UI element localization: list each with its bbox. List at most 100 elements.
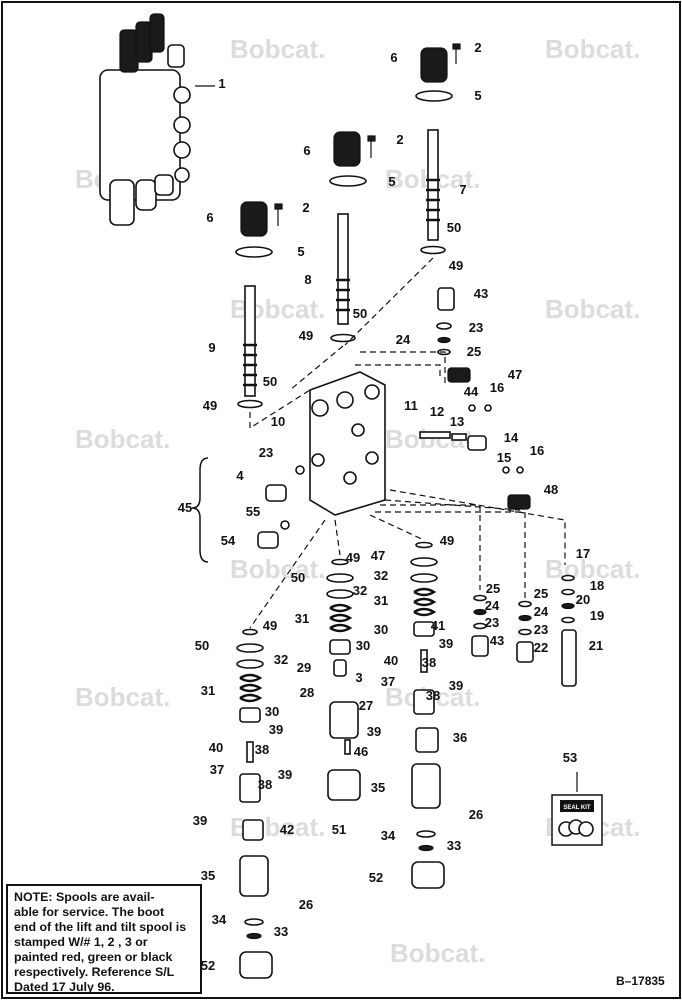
plug-group xyxy=(191,457,305,563)
part-callout-6: 6 xyxy=(303,143,310,158)
part-callout-5: 5 xyxy=(297,244,304,259)
watermark: Bobcat. xyxy=(230,554,325,584)
valve-body xyxy=(309,371,386,516)
part-callout-10: 10 xyxy=(271,414,285,429)
part-callout-12: 12 xyxy=(430,404,444,419)
part-callout-48: 48 xyxy=(544,482,558,497)
reference-code: B–17835 xyxy=(616,974,665,988)
part-callout-7: 7 xyxy=(459,182,466,197)
part-callout-33: 33 xyxy=(447,838,461,853)
part-callout-9: 9 xyxy=(208,340,215,355)
part-callout-8: 8 xyxy=(304,272,311,287)
part-callout-15: 15 xyxy=(497,450,511,465)
part-callout-34: 34 xyxy=(212,912,227,927)
part-callout-28: 28 xyxy=(300,685,314,700)
part-callout-6: 6 xyxy=(390,50,397,65)
part-callout-54: 54 xyxy=(221,533,236,548)
spool-group xyxy=(237,129,446,409)
part-callout-49: 49 xyxy=(263,618,277,633)
part-callout-24: 24 xyxy=(485,598,500,613)
part-callout-36: 36 xyxy=(453,730,467,745)
part-callout-2: 2 xyxy=(396,132,403,147)
seal-kit-box: SEAL KIT xyxy=(551,772,603,846)
part-callout-3: 3 xyxy=(355,670,362,685)
part-callout-14: 14 xyxy=(504,430,519,445)
service-note: NOTE: Spools are avail- able for service… xyxy=(6,884,202,994)
part-callout-52: 52 xyxy=(201,958,215,973)
part-callout-25: 25 xyxy=(486,581,500,596)
part-callout-52: 52 xyxy=(369,870,383,885)
part-callout-39: 39 xyxy=(449,678,463,693)
part-callout-16: 16 xyxy=(490,380,504,395)
part-callout-19: 19 xyxy=(590,608,604,623)
part-callout-24: 24 xyxy=(396,332,411,347)
part-callout-32: 32 xyxy=(274,652,288,667)
part-callout-16: 16 xyxy=(530,443,544,458)
part-callout-23: 23 xyxy=(534,622,548,637)
seal-kit-label: SEAL KIT xyxy=(563,805,591,811)
part-callout-43: 43 xyxy=(474,286,488,301)
watermark: Bobcat. xyxy=(390,938,485,968)
part-callout-55: 55 xyxy=(246,504,260,519)
part-callout-44: 44 xyxy=(464,384,479,399)
part-callout-23: 23 xyxy=(259,445,273,460)
part-callout-46: 46 xyxy=(354,744,368,759)
part-callout-31: 31 xyxy=(201,683,215,698)
part-callout-40: 40 xyxy=(384,653,398,668)
part-callout-49: 49 xyxy=(203,398,217,413)
part-callout-50: 50 xyxy=(447,220,461,235)
part-callout-5: 5 xyxy=(388,174,395,189)
watermark: Bobcat. xyxy=(545,554,640,584)
part-callout-23: 23 xyxy=(485,615,499,630)
part-callout-25: 25 xyxy=(467,344,481,359)
part-callout-13: 13 xyxy=(450,414,464,429)
part-callout-40: 40 xyxy=(209,740,223,755)
spool-end-stack-left xyxy=(236,628,273,979)
part-callout-49: 49 xyxy=(440,533,454,548)
part-callout-53: 53 xyxy=(563,750,577,765)
part-callout-4: 4 xyxy=(236,468,244,483)
note-line: painted red, green or black xyxy=(14,950,173,964)
part-callout-27: 27 xyxy=(359,698,373,713)
note-line: respectively. Reference S/L xyxy=(14,965,175,979)
part-callout-38: 38 xyxy=(426,688,440,703)
port-relief-parts xyxy=(471,574,577,687)
watermark: Bobcat. xyxy=(75,682,170,712)
part-callout-38: 38 xyxy=(258,777,272,792)
part-callout-47: 47 xyxy=(508,367,522,382)
part-callout-34: 34 xyxy=(381,828,396,843)
part-callout-49: 49 xyxy=(299,328,313,343)
part-callout-2: 2 xyxy=(474,40,481,55)
part-callout-39: 39 xyxy=(439,636,453,651)
part-callout-18: 18 xyxy=(590,578,604,593)
part-callout-38: 38 xyxy=(422,655,436,670)
part-callout-50: 50 xyxy=(291,570,305,585)
assembly-lines xyxy=(249,257,566,629)
note-line: stamped W/# 1, 2 , 3 or xyxy=(14,935,148,949)
note-line: Spools are avail- xyxy=(56,890,155,904)
part-callout-50: 50 xyxy=(195,638,209,653)
spool-end-stack-right xyxy=(410,541,445,889)
part-callout-32: 32 xyxy=(353,583,367,598)
part-callout-29: 29 xyxy=(297,660,311,675)
part-callout-30: 30 xyxy=(356,638,370,653)
part-callout-39: 39 xyxy=(193,813,207,828)
part-callout-49: 49 xyxy=(449,258,463,273)
part-callout-24: 24 xyxy=(534,604,549,619)
part-callout-39: 39 xyxy=(269,722,283,737)
part-callout-30: 30 xyxy=(374,622,388,637)
part-callout-32: 32 xyxy=(374,568,388,583)
part-callout-47: 47 xyxy=(371,548,385,563)
part-callout-23: 23 xyxy=(469,320,483,335)
part-callout-51: 51 xyxy=(332,822,346,837)
part-callout-31: 31 xyxy=(295,611,309,626)
part-callout-39: 39 xyxy=(278,767,292,782)
note-line: end of the lift and tilt spool is xyxy=(14,920,187,934)
part-callout-11: 11 xyxy=(404,398,418,413)
part-callout-39: 39 xyxy=(367,724,381,739)
part-callout-5: 5 xyxy=(474,88,481,103)
watermark: Bobcat. xyxy=(545,34,640,64)
part-callout-43: 43 xyxy=(490,633,504,648)
